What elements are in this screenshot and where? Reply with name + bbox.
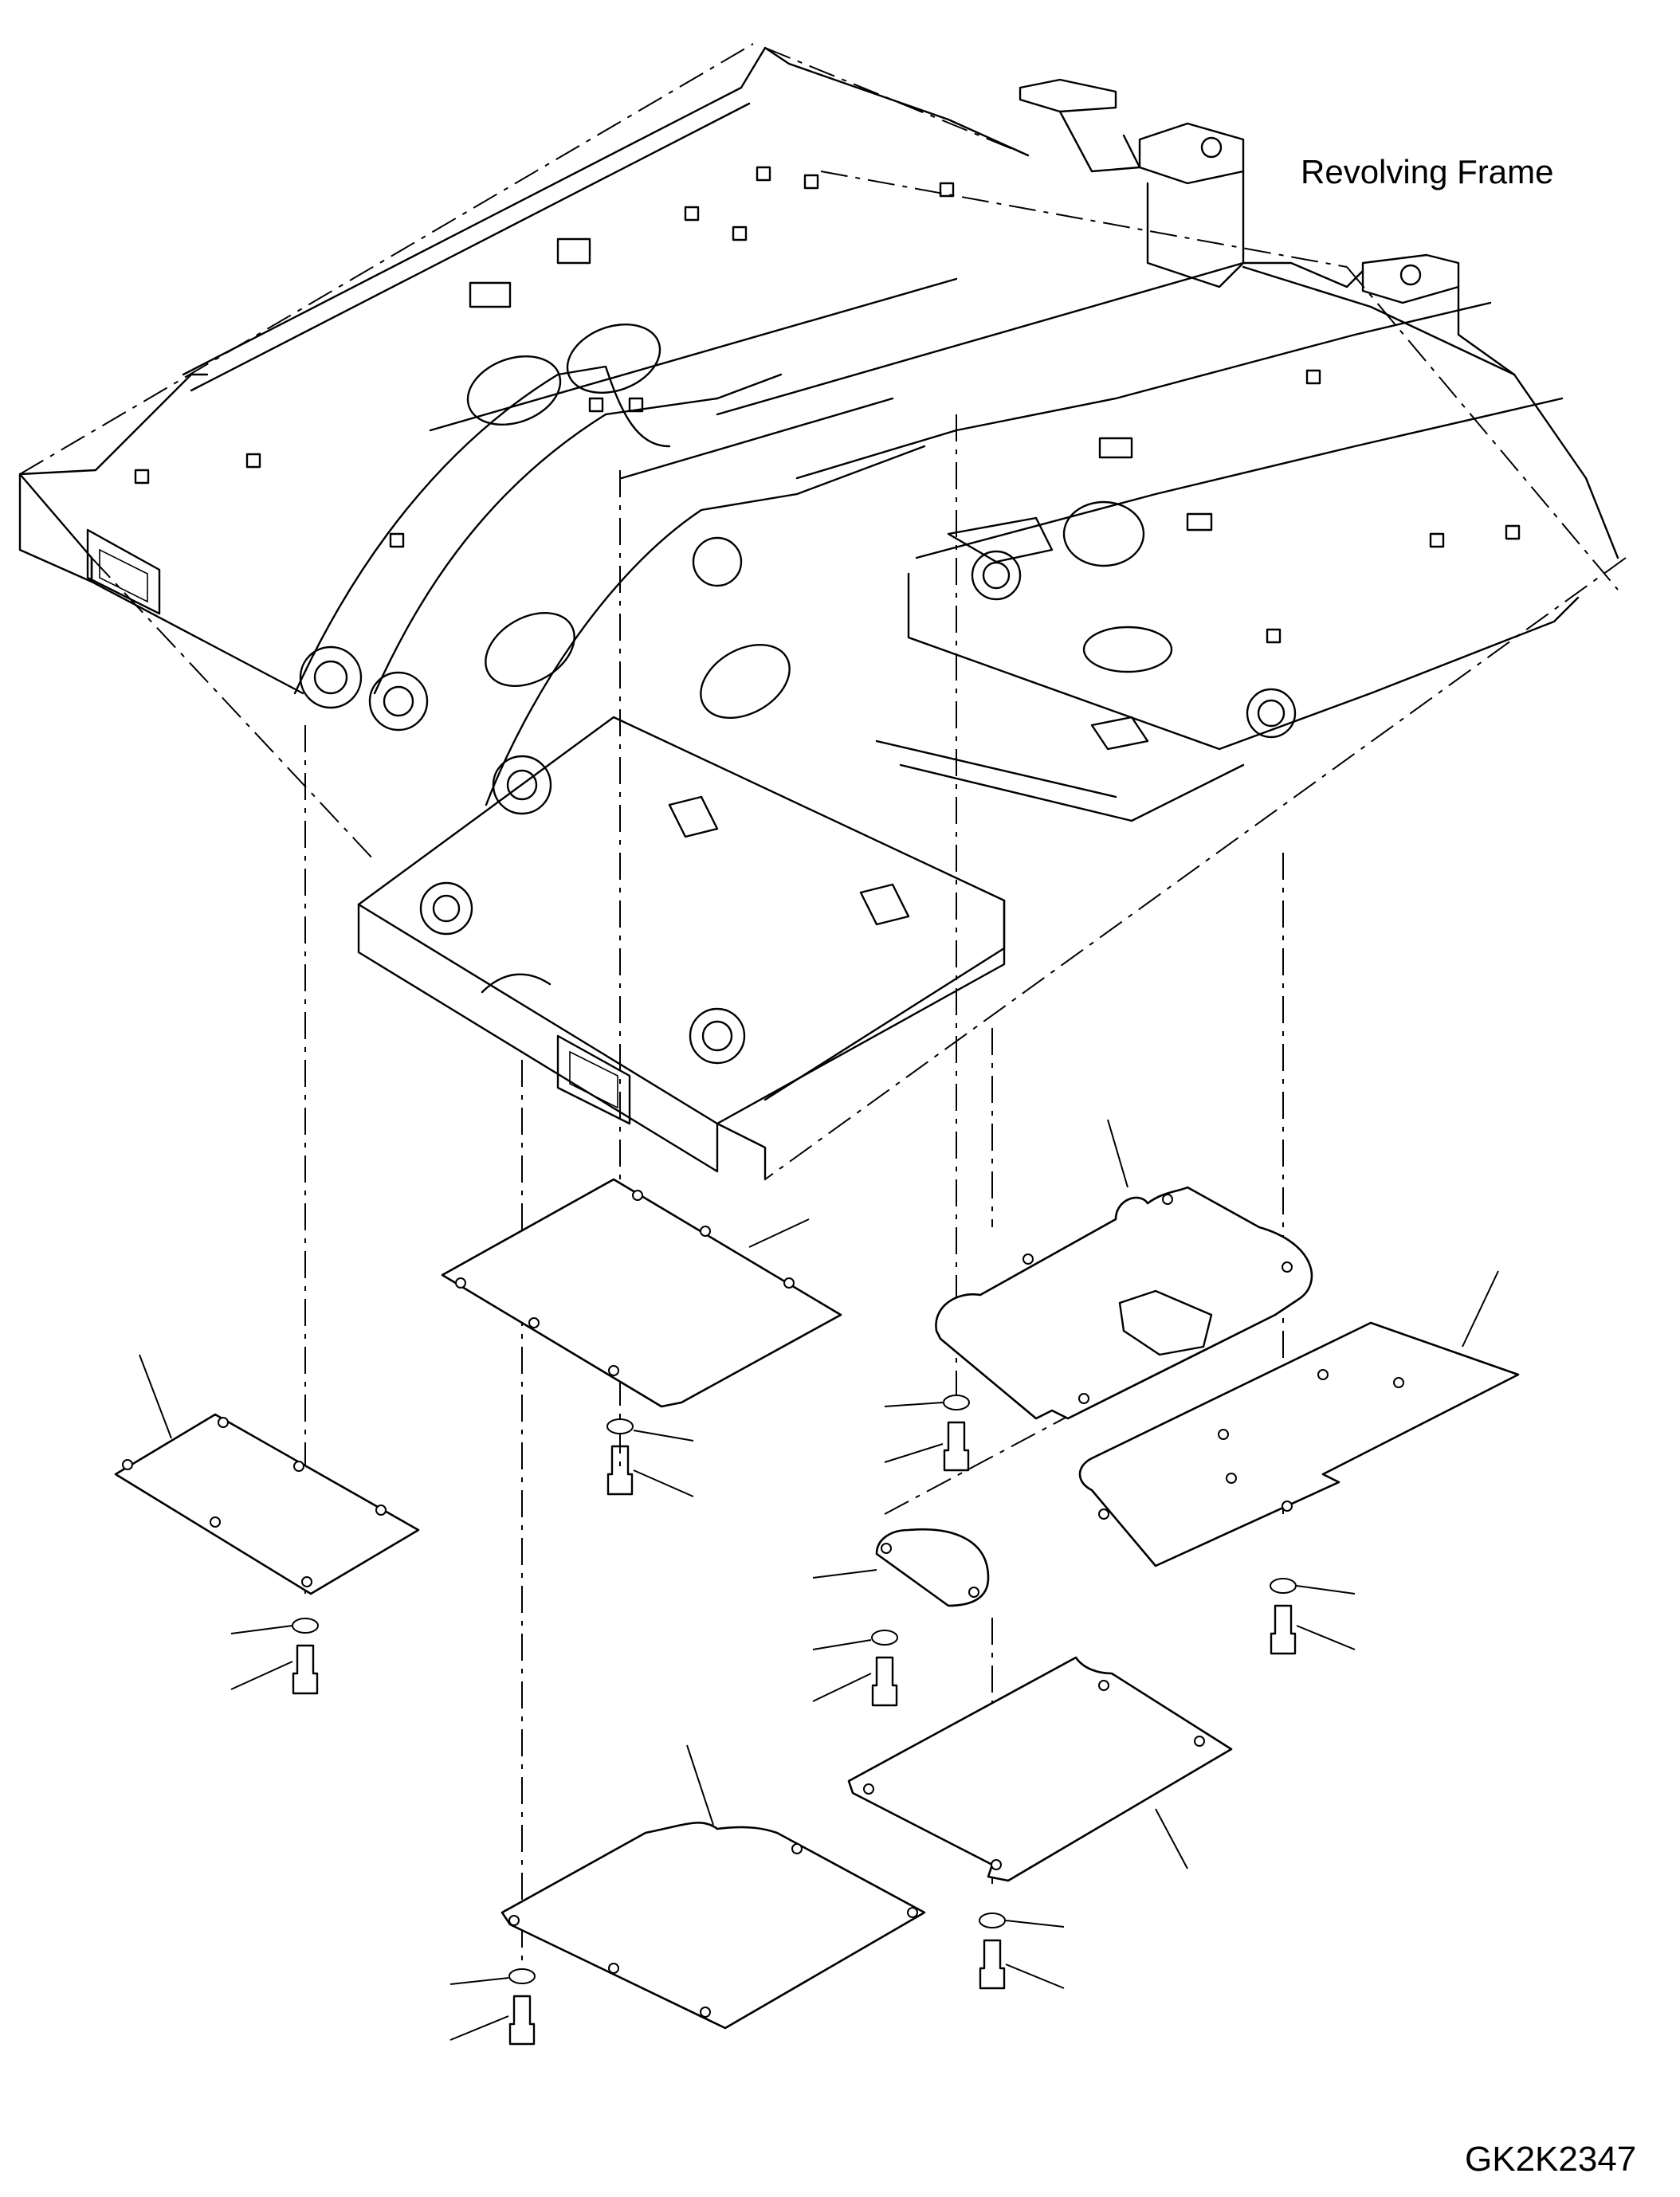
- cover-plate-left: [114, 1354, 420, 1595]
- revolving-frame-label: Revolving Frame: [1301, 153, 1554, 190]
- cover-plate-right-top: [935, 1119, 1313, 1420]
- cover-plate-center-top: [441, 1178, 842, 1408]
- fastener-set-right-long: [1270, 1578, 1356, 1655]
- cover-plate-bottom: [500, 1744, 926, 2030]
- frame-blocks: [134, 166, 1521, 644]
- fastener-set-right-top: [884, 1395, 970, 1472]
- fastener-set-round: [812, 1630, 898, 1707]
- revolving-frame: [18, 43, 1627, 1181]
- drawing-number: GK2K2347: [1465, 2140, 1637, 2179]
- fastener-set-left: [230, 1618, 319, 1695]
- fastener-set-bottom: [449, 1968, 536, 2046]
- round-cover-plate: [812, 1528, 990, 1607]
- cover-plate-right-bottom: [847, 1656, 1233, 1882]
- fastener-set-bottom-right: [979, 1913, 1065, 1990]
- cover-plate-right-long: [1078, 1270, 1520, 1567]
- fastener-set-center: [606, 1418, 694, 1497]
